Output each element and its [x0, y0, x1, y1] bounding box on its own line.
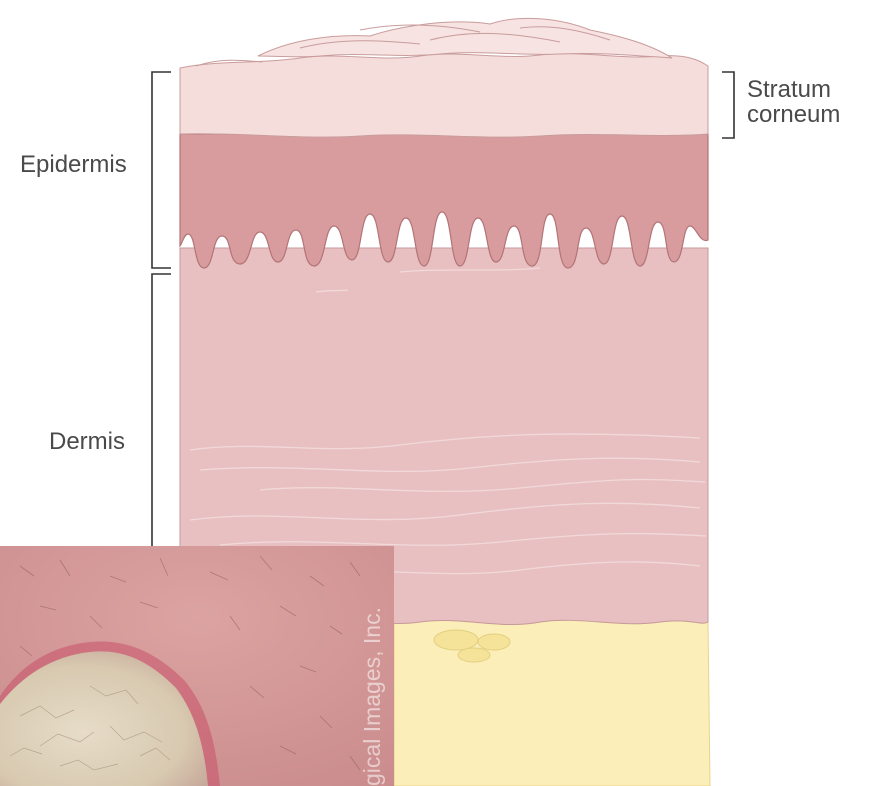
- stratum-corneum-label-line1: Stratum: [747, 77, 840, 102]
- psoriasis-photo: gical Images, Inc.: [0, 546, 394, 786]
- stratum-corneum-label: Stratum corneum: [747, 77, 840, 127]
- fat-cell: [434, 630, 478, 650]
- psoriasis-photo-image: [0, 546, 394, 786]
- epidermis-label: Epidermis: [20, 152, 127, 177]
- fat-cell: [458, 648, 490, 662]
- epidermis-bracket: [152, 72, 171, 268]
- stratum-corneum-bracket: [722, 72, 734, 138]
- stratum-corneum-layer: [180, 54, 708, 138]
- photo-credit-watermark: gical Images, Inc.: [352, 546, 392, 786]
- dermis-label: Dermis: [49, 429, 125, 454]
- dermis-bracket: [152, 274, 171, 560]
- fat-cell: [478, 634, 510, 650]
- stratum-corneum-label-line2: corneum: [747, 102, 840, 127]
